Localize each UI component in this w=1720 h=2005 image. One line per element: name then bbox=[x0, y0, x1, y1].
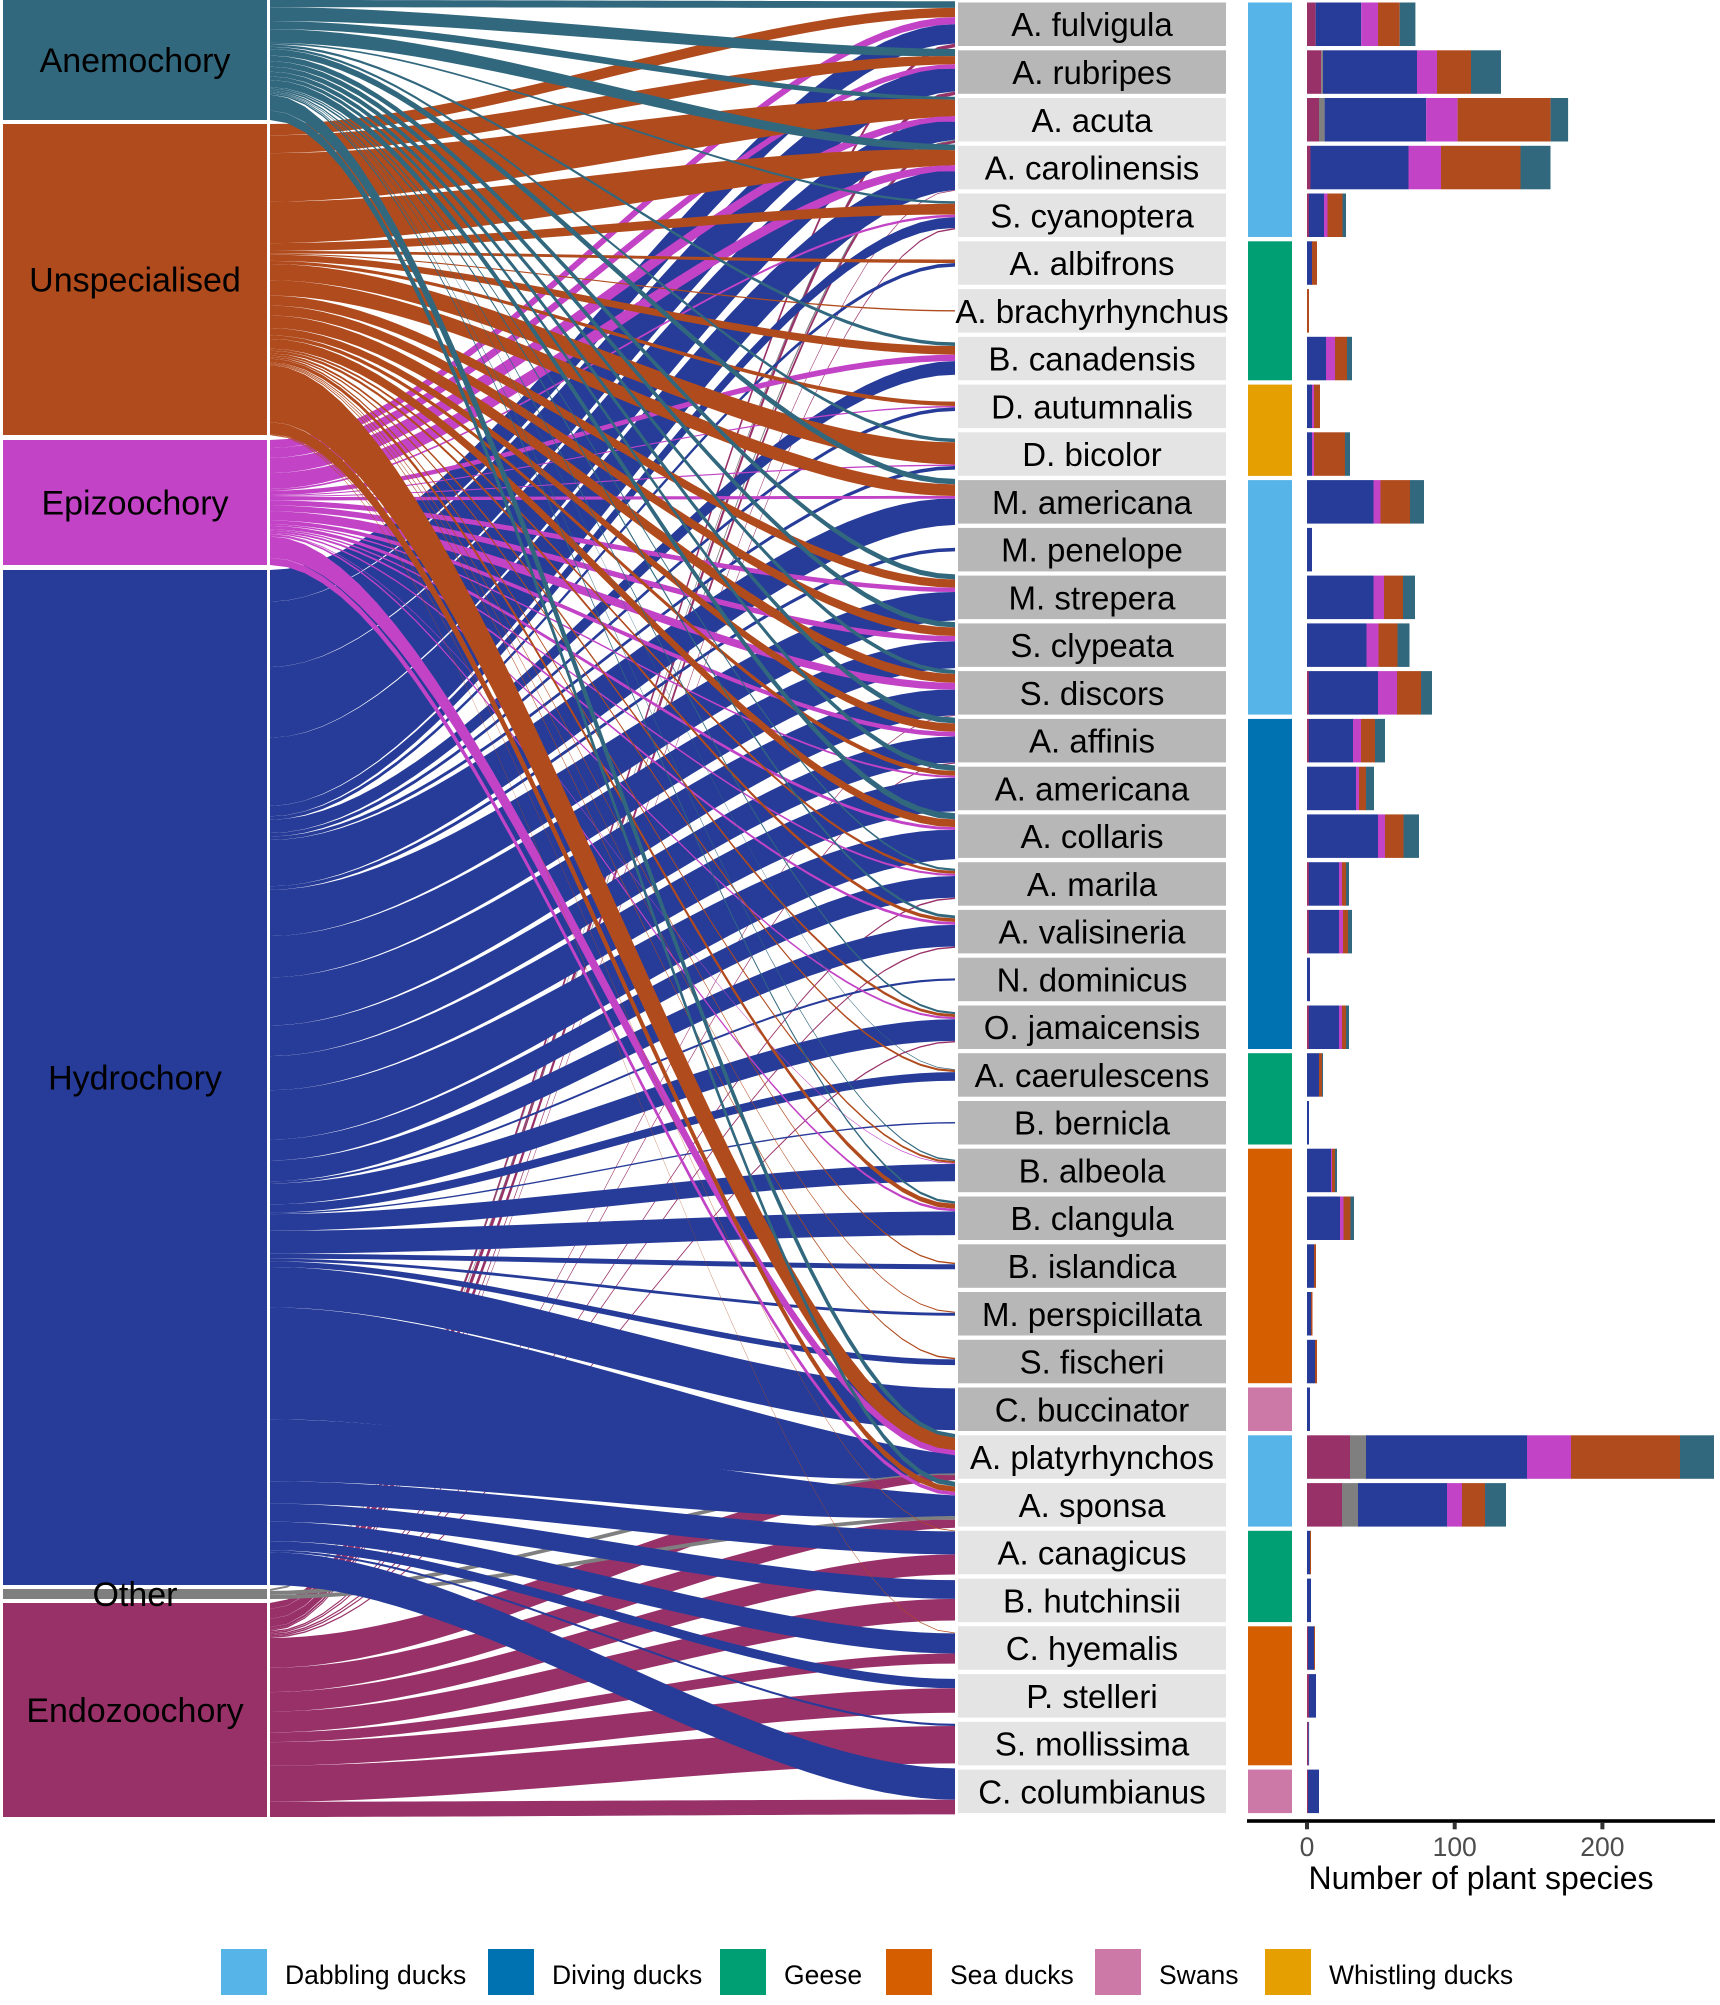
svg-text:Sea ducks: Sea ducks bbox=[950, 1960, 1074, 1990]
svg-text:P. stelleri: P. stelleri bbox=[1026, 1678, 1157, 1715]
svg-text:B. hutchinsii: B. hutchinsii bbox=[1003, 1582, 1181, 1619]
svg-text:Whistling ducks: Whistling ducks bbox=[1329, 1960, 1513, 1990]
svg-text:M. penelope: M. penelope bbox=[1001, 532, 1183, 569]
svg-text:A. marila: A. marila bbox=[1027, 866, 1158, 903]
svg-text:C. hyemalis: C. hyemalis bbox=[1006, 1630, 1178, 1667]
svg-text:Geese: Geese bbox=[784, 1960, 862, 1990]
svg-text:Anemochory: Anemochory bbox=[40, 42, 231, 80]
svg-text:Number of plant species: Number of plant species bbox=[1308, 1860, 1653, 1896]
svg-text:C. buccinator: C. buccinator bbox=[995, 1391, 1189, 1428]
svg-text:D. bicolor: D. bicolor bbox=[1022, 436, 1161, 473]
svg-text:A. carolinensis: A. carolinensis bbox=[985, 150, 1200, 187]
svg-text:Other: Other bbox=[92, 1576, 177, 1614]
svg-text:Dabbling ducks: Dabbling ducks bbox=[285, 1960, 466, 1990]
svg-text:M. americana: M. americana bbox=[992, 484, 1193, 521]
svg-text:A. rubripes: A. rubripes bbox=[1012, 54, 1172, 91]
svg-text:A. collaris: A. collaris bbox=[1020, 818, 1163, 855]
svg-text:Swans: Swans bbox=[1159, 1960, 1239, 1990]
svg-text:0: 0 bbox=[1300, 1832, 1315, 1862]
svg-text:A. americana: A. americana bbox=[995, 770, 1190, 807]
svg-text:Hydrochory: Hydrochory bbox=[48, 1060, 222, 1098]
svg-text:B. canadensis: B. canadensis bbox=[988, 341, 1195, 378]
svg-text:B. bernicla: B. bernicla bbox=[1014, 1105, 1171, 1142]
svg-text:B. clangula: B. clangula bbox=[1010, 1200, 1174, 1237]
svg-text:A. valisineria: A. valisineria bbox=[998, 914, 1186, 951]
svg-text:A. acuta: A. acuta bbox=[1031, 102, 1153, 139]
svg-text:A. albifrons: A. albifrons bbox=[1009, 245, 1174, 282]
svg-text:A. sponsa: A. sponsa bbox=[1019, 1487, 1166, 1524]
svg-text:Diving ducks: Diving ducks bbox=[552, 1960, 702, 1990]
svg-text:S. fischeri: S. fischeri bbox=[1020, 1344, 1165, 1381]
svg-text:B. islandica: B. islandica bbox=[1008, 1248, 1177, 1285]
svg-text:B. albeola: B. albeola bbox=[1019, 1153, 1166, 1190]
svg-text:S. cyanoptera: S. cyanoptera bbox=[990, 197, 1194, 234]
svg-text:A. platyrhynchos: A. platyrhynchos bbox=[970, 1439, 1214, 1476]
svg-text:O. jamaicensis: O. jamaicensis bbox=[984, 1009, 1200, 1046]
svg-text:C. columbianus: C. columbianus bbox=[978, 1773, 1205, 1810]
svg-text:D. autumnalis: D. autumnalis bbox=[991, 388, 1193, 425]
svg-text:M. strepera: M. strepera bbox=[1009, 579, 1177, 616]
svg-text:100: 100 bbox=[1433, 1832, 1477, 1862]
svg-text:N. dominicus: N. dominicus bbox=[997, 961, 1188, 998]
svg-text:200: 200 bbox=[1580, 1832, 1624, 1862]
svg-text:S. clypeata: S. clypeata bbox=[1010, 627, 1174, 664]
svg-text:A. fulvigula: A. fulvigula bbox=[1011, 6, 1173, 43]
svg-text:A. affinis: A. affinis bbox=[1029, 723, 1155, 760]
svg-text:A. brachyrhynchus: A. brachyrhynchus bbox=[955, 293, 1228, 330]
svg-text:M. perspicillata: M. perspicillata bbox=[982, 1296, 1203, 1333]
svg-text:S. discors: S. discors bbox=[1020, 675, 1165, 712]
svg-text:A. caerulescens: A. caerulescens bbox=[975, 1057, 1210, 1094]
svg-text:Unspecialised: Unspecialised bbox=[29, 262, 241, 300]
svg-text:S. mollissima: S. mollissima bbox=[995, 1726, 1190, 1763]
svg-text:Endozoochory: Endozoochory bbox=[26, 1692, 243, 1730]
svg-text:Epizoochory: Epizoochory bbox=[41, 485, 228, 523]
svg-text:A. canagicus: A. canagicus bbox=[998, 1535, 1187, 1572]
